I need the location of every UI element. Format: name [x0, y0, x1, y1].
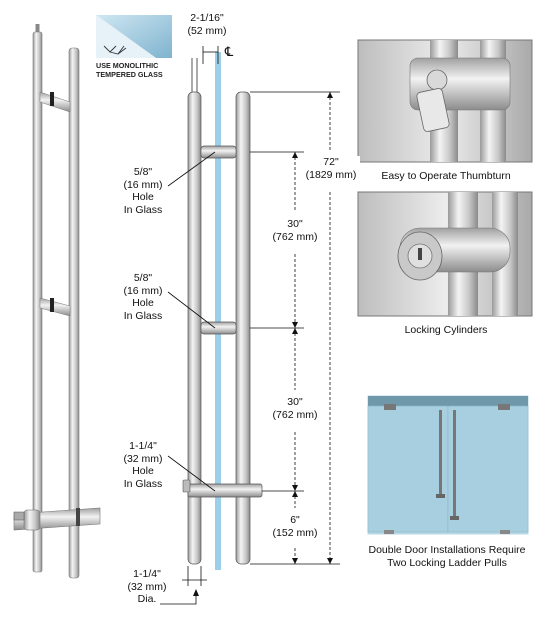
- diameter-label: 1-1/4" (32 mm) Dia.: [127, 568, 167, 605]
- lock-thumbturn: [13, 511, 25, 521]
- lock-thumbturn-knob: [182, 479, 191, 493]
- lock-cylinder-body: [23, 509, 41, 531]
- glass-offset-label: 2-1/16" (52 mm): [187, 12, 227, 37]
- badge-line-2: TEMPERED GLASS: [96, 69, 163, 79]
- product-rendering: [13, 24, 101, 579]
- glass-panel-icon: [96, 15, 172, 58]
- arrowhead: [292, 558, 298, 564]
- badge-label: USE MONOLITHIC TEMPERED GLASS: [96, 61, 176, 79]
- double-door-caption-line-1: Double Door Installations Require: [368, 544, 526, 556]
- double-door-caption: Double Door Installations Require Two Lo…: [352, 544, 542, 570]
- lower-standoff-band: [76, 508, 80, 526]
- hole-top-label: 5/8" (16 mm) Hole In Glass: [123, 166, 163, 216]
- arrowhead: [292, 485, 298, 491]
- double-door-caption-line-2: Two Locking Ladder Pulls: [387, 557, 507, 569]
- arrowhead: [292, 152, 298, 158]
- locking-cylinder-photo: [357, 191, 533, 317]
- standoff-middle: [200, 321, 237, 335]
- leader-hole-top: [167, 151, 216, 187]
- spacing-lower-label: 30" (762 mm): [266, 396, 324, 421]
- lock-housing: [187, 483, 263, 498]
- upper-standoff-band: [50, 92, 54, 106]
- left-post-tip: [35, 24, 40, 34]
- glass-edge-icon: [103, 45, 127, 55]
- tempered-glass-badge: [96, 15, 172, 58]
- double-door-photo: [367, 395, 529, 535]
- thumbturn-caption: Easy to Operate Thumbturn: [381, 170, 511, 182]
- spacing-upper-label: 30" (762 mm): [266, 218, 324, 243]
- glass-panel-face: [96, 15, 156, 58]
- right-post: [68, 47, 80, 579]
- thumbturn-photo: [357, 39, 533, 163]
- bottom-offset-label: 6" (152 mm): [266, 514, 324, 539]
- leader-hole-bottom: [167, 455, 216, 492]
- dia-leader: [160, 594, 197, 605]
- centerline-symbol: ℄: [224, 44, 234, 59]
- elevation-drawing: [160, 46, 340, 605]
- arrowhead: [327, 558, 333, 564]
- leader-hole-mid: [167, 291, 216, 329]
- upper-standoff: [39, 91, 71, 113]
- glass-panel: [215, 52, 221, 570]
- arrowhead: [327, 92, 333, 98]
- standoff-top: [200, 145, 237, 159]
- arrowhead: [292, 491, 298, 497]
- badge-line-1: USE MONOLITHIC: [96, 61, 159, 70]
- arrowhead: [292, 328, 298, 334]
- hole-bottom-label: 1-1/4" (32 mm) Hole In Glass: [123, 440, 163, 490]
- middle-standoff: [39, 297, 71, 317]
- middle-standoff-band: [50, 298, 54, 312]
- arrowhead: [193, 589, 199, 596]
- overall-length-label: 72" (1829 mm): [302, 156, 360, 181]
- hole-mid-label: 5/8" (16 mm) Hole In Glass: [123, 272, 163, 322]
- locking-cylinder-caption: Locking Cylinders: [404, 324, 488, 336]
- arrowhead: [292, 322, 298, 328]
